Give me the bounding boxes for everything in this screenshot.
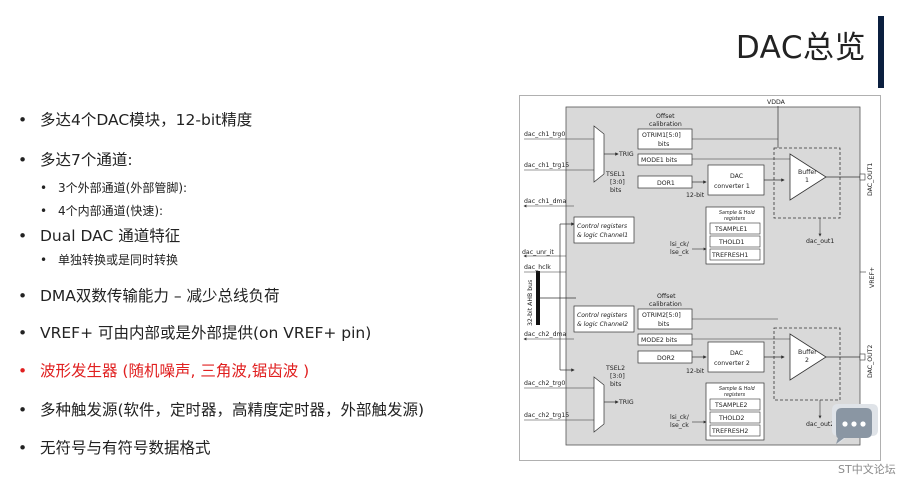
bullet-item: •多达7个通道:: [18, 151, 133, 169]
ch2-trig-label: TRIG: [618, 399, 634, 406]
ch1-thold: THOLD1: [718, 239, 745, 246]
bullet-item: •VREF+ 可由内部或是外部提供(on VREF+ pin): [18, 324, 372, 342]
title-accent-bar: [878, 16, 884, 88]
ch1-control-registers: [573, 216, 635, 244]
ch2-offset-label: Offset: [657, 293, 676, 300]
footer-brand: ST中文论坛: [838, 463, 896, 476]
ch2-lse-label: lse_ck: [670, 422, 689, 429]
ch1-sh-label: Sample & Hold: [719, 210, 756, 216]
ch1-dma-label: dac_ch1_dma: [524, 198, 567, 205]
ch1-mode-label: MODE1 bits: [641, 157, 677, 164]
ch2-converter-label: DAC: [730, 350, 743, 357]
ch2-12bit-label: 12-bit: [686, 368, 705, 375]
ch1-otrim-label: OTRIM1[5:0]: [642, 132, 681, 139]
ch1-tsel-unit: bits: [610, 187, 621, 194]
ch2-buffer-number: 2: [805, 357, 809, 364]
ch1-control-sub: & logic Channel1: [577, 232, 628, 239]
ch1-otrim-bits: bits: [658, 141, 669, 148]
ch1-tsel-bits: [3:0]: [610, 179, 625, 186]
ch2-otrim-bits: bits: [658, 321, 669, 328]
sub-bullet-item: •单独转换或是同时转换: [40, 253, 179, 267]
ch2-converter-sub: converter 2: [714, 360, 750, 367]
ch1-control-label: Control registers: [577, 223, 627, 230]
ch1-buffer-label: Buffer: [798, 169, 817, 176]
ch1-trigger-mux: [593, 125, 605, 183]
ch1-trg15-label: dac_ch1_trg15: [524, 162, 569, 169]
dac-unr-it-label: dac_unr_it: [522, 249, 554, 256]
bullet-item: •多达4个DAC模块，12-bit精度: [18, 111, 253, 129]
bullet-item: •Dual DAC 通道特征: [18, 227, 181, 245]
ch2-sh-label: Sample & Hold: [719, 386, 756, 392]
bullet-item-highlighted: •波形发生器 (随机噪声, 三角波,锯齿波 ): [18, 362, 310, 380]
ch2-dma-label: dac_ch2_dma: [524, 331, 567, 338]
ch2-trefresh: TREFRESH2: [711, 428, 748, 435]
chat-bubble-icon[interactable]: [828, 402, 880, 446]
ch1-lsi-label: lsi_ck/: [670, 241, 690, 248]
ch2-tsel-label: TSEL2: [605, 365, 625, 372]
ch2-out-pin-label: DAC_OUT2: [867, 345, 874, 378]
ch2-buffer: [789, 333, 827, 381]
ch2-control-sub: & logic Channel2: [577, 321, 628, 328]
ch1-mode-box: [637, 153, 693, 166]
ch2-lsi-label: lsi_ck/: [670, 414, 690, 421]
ch2-control-label: Control registers: [577, 312, 627, 319]
ch1-dor-label: DOR1: [657, 180, 675, 187]
ch1-converter-label: DAC: [730, 173, 743, 180]
ch2-buffer-label: Buffer: [798, 349, 817, 356]
ch1-out-pin-label: DAC_OUT1: [867, 163, 874, 196]
ch1-tsample: TSAMPLE1: [714, 226, 747, 233]
ch1-trg0-label: dac_ch1_trg0: [524, 131, 565, 138]
ch1-trefresh: TREFRESH1: [711, 252, 748, 259]
ch1-calibration-label: calibration: [649, 121, 682, 128]
ch2-control-registers: [573, 305, 635, 333]
ch2-trg15-label: dac_ch2_trg15: [524, 412, 569, 419]
ch2-trg0-label: dac_ch2_trg0: [524, 380, 565, 387]
ch1-sh-sub: registers: [724, 216, 746, 222]
vdda-label: VDDA: [767, 99, 786, 106]
ch1-dac-converter: [707, 164, 765, 196]
ch1-buffer: [789, 153, 827, 201]
ch2-output-pin: [859, 353, 866, 361]
sub-bullet-item: •4个内部通道(快速):: [40, 204, 164, 218]
ch2-tsel-unit: bits: [610, 381, 621, 388]
ch1-offset-label: Offset: [656, 113, 675, 120]
ch1-buffer-region: [773, 147, 841, 219]
ch1-converter-sub: converter 1: [714, 183, 750, 190]
ch1-lse-label: lse_ck: [670, 249, 689, 256]
bullet-item: •多种触发源(软件，定时器，高精度定时器，外部触发源): [18, 401, 425, 419]
ch2-mode-box: [637, 333, 693, 346]
ch2-dac-converter: [707, 341, 765, 373]
ch2-sh-sub: registers: [724, 392, 746, 398]
ch2-thold: THOLD2: [718, 415, 745, 422]
ch2-trigger-mux: [593, 376, 605, 433]
sub-bullet-item: •3个外部通道(外部管脚):: [40, 181, 188, 195]
ch2-otrim-label: OTRIM2[5:0]: [642, 312, 681, 319]
slide-title: DAC总览: [735, 30, 866, 66]
vref-label: VREF+: [869, 267, 876, 288]
ch2-internal-out-label: dac_out2: [806, 421, 834, 428]
ch1-output-pin: [859, 173, 866, 181]
ch2-tsample: TSAMPLE2: [714, 402, 747, 409]
bullet-item: •DMA双数传输能力 – 减少总线负荷: [18, 287, 280, 305]
dac-hclk-label: dac_hclk: [524, 264, 551, 271]
ch1-tsel-label: TSEL1: [605, 171, 625, 178]
ch2-mode-label: MODE2 bits: [641, 337, 677, 344]
ch2-dor-label: DOR2: [657, 355, 675, 362]
ahb-bus: [536, 271, 540, 325]
ch1-12bit-label: 12-bit: [686, 192, 705, 199]
dac-diagram-svg: VDDA 32-bit AHB bus dac_hclk dac_unr_it …: [522, 99, 876, 446]
ch2-tsel-bits: [3:0]: [610, 373, 625, 380]
ch1-trig-label: TRIG: [618, 151, 634, 158]
dac-block-diagram: VDDA 32-bit AHB bus dac_hclk dac_unr_it …: [519, 95, 881, 461]
ch2-calibration-label: calibration: [649, 301, 682, 308]
ch1-buffer-number: 1: [805, 177, 809, 184]
ch1-internal-out-label: dac_out1: [806, 238, 834, 245]
bullet-item: •无符号与有符号数据格式: [18, 439, 211, 457]
ch2-buffer-region: [773, 327, 841, 401]
ahb-bus-label: 32-bit AHB bus: [527, 280, 534, 326]
